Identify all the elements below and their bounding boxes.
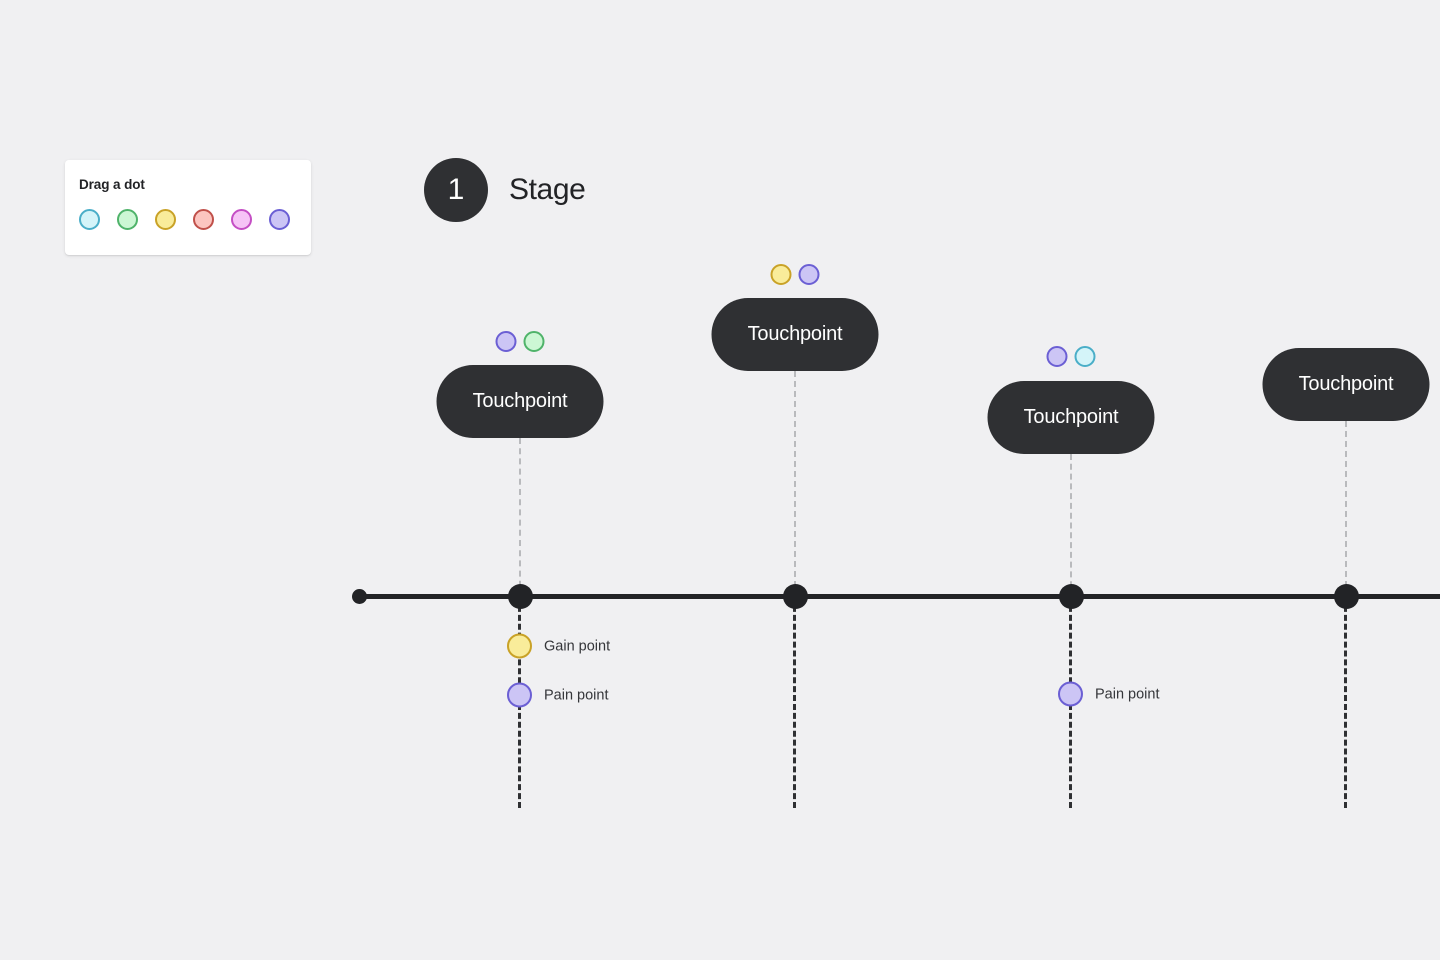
- touchpoint-pill[interactable]: Touchpoint: [987, 381, 1155, 454]
- touchpoint-dot-group: [770, 264, 820, 285]
- touchpoint-dot-group: [1046, 346, 1096, 367]
- touchpoint-dot-purple[interactable]: [495, 331, 517, 352]
- timeline-node[interactable]: [1333, 584, 1359, 609]
- stage-header: 1 Stage: [424, 158, 586, 222]
- timeline-node[interactable]: [507, 584, 533, 609]
- touchpoint-dot-group: [495, 331, 545, 352]
- palette-dot-purple[interactable]: [269, 208, 290, 230]
- dot-palette-card: Drag a dot: [65, 160, 311, 255]
- timeline-node[interactable]: [1058, 584, 1084, 609]
- journey-point-row: Pain point: [507, 682, 609, 708]
- palette-dot-cyan[interactable]: [79, 208, 100, 230]
- touchpoint-dot-cyan[interactable]: [1074, 346, 1096, 367]
- connector-below-timeline: [1344, 597, 1350, 808]
- touchpoint-dot-purple[interactable]: [798, 264, 820, 285]
- palette-dot-red[interactable]: [193, 208, 214, 230]
- touchpoint-dot-yellow[interactable]: [770, 264, 792, 285]
- journey-point-row: Pain point: [1058, 681, 1160, 707]
- journey-point-label: Gain point: [544, 638, 611, 654]
- journey-point-label: Pain point: [544, 687, 609, 703]
- palette-dot-yellow[interactable]: [155, 208, 176, 230]
- touchpoint-dot-purple[interactable]: [1046, 346, 1068, 367]
- stage-title[interactable]: Stage: [509, 173, 586, 206]
- journey-point-dot[interactable]: [1058, 681, 1083, 707]
- touchpoint-pill[interactable]: Touchpoint: [1262, 348, 1430, 421]
- palette-dot-green[interactable]: [117, 208, 138, 230]
- connector-above-timeline: [794, 371, 798, 597]
- timeline-node[interactable]: [782, 584, 808, 609]
- connector-above-timeline: [519, 438, 523, 597]
- connector-above-timeline: [1070, 454, 1074, 597]
- journey-point-row: Gain point: [507, 633, 611, 659]
- palette-dot-magenta[interactable]: [231, 208, 252, 230]
- journey-point-label: Pain point: [1095, 686, 1160, 702]
- touchpoint-pill[interactable]: Touchpoint: [711, 298, 879, 371]
- palette-title: Drag a dot: [79, 177, 145, 192]
- journey-point-dot[interactable]: [507, 633, 532, 659]
- touchpoint-dot-green[interactable]: [523, 331, 545, 352]
- touchpoint-pill[interactable]: Touchpoint: [436, 365, 604, 438]
- palette-dot-list: [79, 208, 311, 230]
- timeline-axis: [360, 594, 1440, 599]
- journey-point-dot[interactable]: [507, 682, 532, 708]
- timeline-start-cap: [352, 589, 367, 604]
- connector-above-timeline: [1345, 421, 1349, 597]
- stage-number-badge[interactable]: 1: [424, 158, 488, 222]
- connector-below-timeline: [793, 597, 799, 808]
